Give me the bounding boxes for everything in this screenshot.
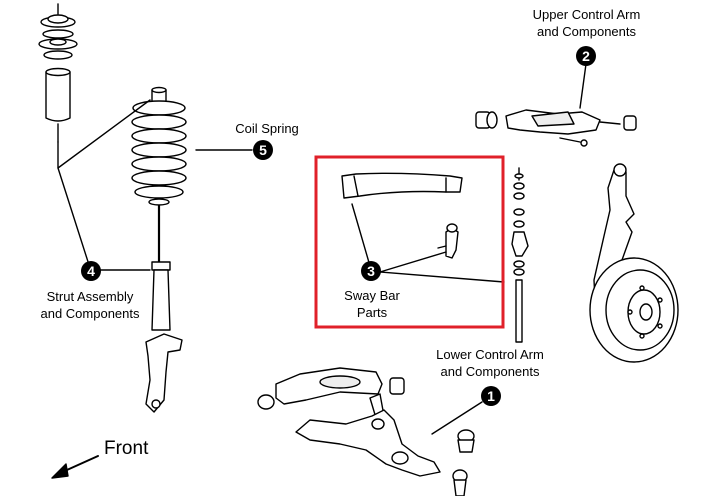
label-line: Parts bbox=[356, 305, 388, 320]
label-line: Strut Assembly bbox=[46, 289, 134, 304]
lower-control-arm bbox=[295, 409, 475, 496]
label-sway-bar: Sway Bar Parts bbox=[327, 287, 417, 321]
label-line: Sway Bar bbox=[344, 288, 400, 303]
callout-badge-3: 3 bbox=[361, 261, 381, 281]
sway-bar-highlight-box bbox=[314, 155, 505, 329]
label-line: and Components bbox=[536, 24, 636, 39]
strut-body bbox=[145, 261, 183, 413]
callout-number: 5 bbox=[259, 142, 267, 158]
label-front: Front bbox=[104, 438, 149, 459]
sway-bar-parts bbox=[341, 172, 463, 259]
callout-badge-4: 4 bbox=[81, 261, 101, 281]
label-upper-control-arm: Upper Control Arm and Components bbox=[514, 6, 659, 40]
sway-bar-link-stack bbox=[511, 167, 529, 343]
strut-mount-parts bbox=[38, 3, 78, 143]
coil-spring bbox=[131, 86, 187, 264]
label-coil-spring: Coil Spring bbox=[235, 121, 299, 136]
callout-badge-1: 1 bbox=[481, 386, 501, 406]
label-strut-assembly: Strut Assembly and Components bbox=[30, 288, 150, 322]
callout-number: 1 bbox=[487, 388, 495, 404]
label-line: Lower Control Arm bbox=[436, 347, 544, 362]
label-lower-control-arm: Lower Control Arm and Components bbox=[420, 346, 560, 380]
label-line: and Components bbox=[40, 306, 140, 321]
label-line: Upper Control Arm bbox=[532, 7, 641, 22]
front-arrow-icon bbox=[51, 455, 99, 479]
leader-lines bbox=[57, 63, 587, 435]
label-line: and Components bbox=[440, 364, 540, 379]
callout-number: 4 bbox=[87, 263, 95, 279]
callout-badge-2: 2 bbox=[576, 46, 596, 66]
callout-number: 3 bbox=[367, 263, 375, 279]
knuckle-hub-rotor bbox=[589, 163, 679, 363]
callout-badge-5: 5 bbox=[253, 140, 273, 160]
upper-control-arm bbox=[475, 109, 637, 147]
callout-number: 2 bbox=[582, 48, 590, 64]
